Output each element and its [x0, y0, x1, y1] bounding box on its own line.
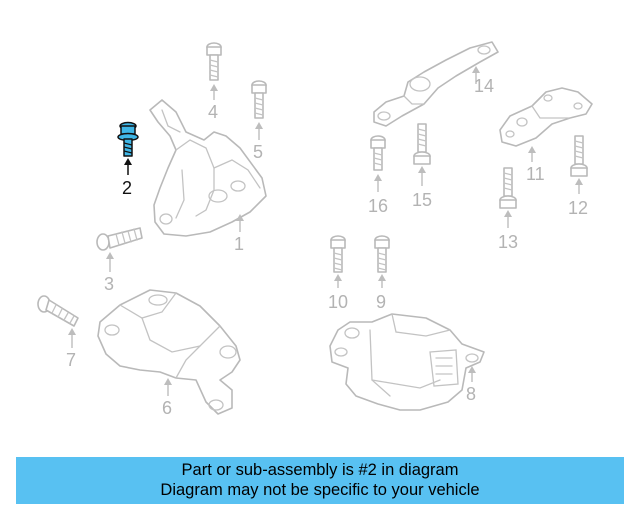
transmission-mount-part-8[interactable]: [329, 313, 485, 411]
support-bracket-part-11[interactable]: [499, 87, 593, 147]
callout-5: 5: [253, 142, 263, 162]
banner-line-disclaimer: Diagram may not be specific to your vehi…: [160, 481, 480, 499]
banner-line-part-number: Part or sub-assembly is #2 in diagram: [181, 461, 459, 479]
bolt-part-16[interactable]: [370, 135, 386, 171]
exploded-parts-diagram: 1 2 3 4 5 6 7 8 9 10 11 12 13 14 15 16: [37, 41, 593, 418]
callout-16: 16: [368, 196, 388, 216]
bolt-part-9[interactable]: [374, 235, 390, 273]
bolt-part-12[interactable]: [570, 135, 588, 177]
callout-12: 12: [568, 198, 588, 218]
bolt-part-10[interactable]: [330, 235, 346, 273]
callout-7: 7: [66, 350, 76, 370]
bolt-part-4[interactable]: [206, 42, 222, 81]
callout-3: 3: [104, 274, 114, 294]
callout-15: 15: [412, 190, 432, 210]
bolt-part-7[interactable]: [37, 295, 79, 327]
callout-2: 2: [122, 178, 132, 198]
bolt-part-15[interactable]: [413, 123, 431, 165]
bracket-part-6[interactable]: [97, 289, 241, 415]
callout-9: 9: [376, 292, 386, 312]
torque-link-part-14[interactable]: [373, 41, 499, 127]
bolt-part-13[interactable]: [499, 167, 517, 209]
callout-11: 11: [526, 164, 545, 184]
callout-4: 4: [208, 102, 218, 122]
callout-1: 1: [234, 234, 244, 254]
bolt-part-5[interactable]: [251, 80, 267, 119]
info-banner: Part or sub-assembly is #2 in diagram Di…: [16, 457, 624, 504]
callout-8: 8: [466, 384, 476, 404]
callout-labels: 1 2 3 4 5 6 7 8 9 10 11 12 13 14 15 16: [66, 76, 588, 418]
bolt-part-2-highlighted[interactable]: [117, 121, 139, 157]
callout-14: 14: [474, 76, 494, 96]
bolt-part-3[interactable]: [96, 227, 143, 251]
callout-10: 10: [328, 292, 348, 312]
leader-lines: [68, 66, 583, 396]
engine-mount-part-1[interactable]: [149, 99, 267, 237]
callout-13: 13: [498, 232, 518, 252]
callout-6: 6: [162, 398, 172, 418]
